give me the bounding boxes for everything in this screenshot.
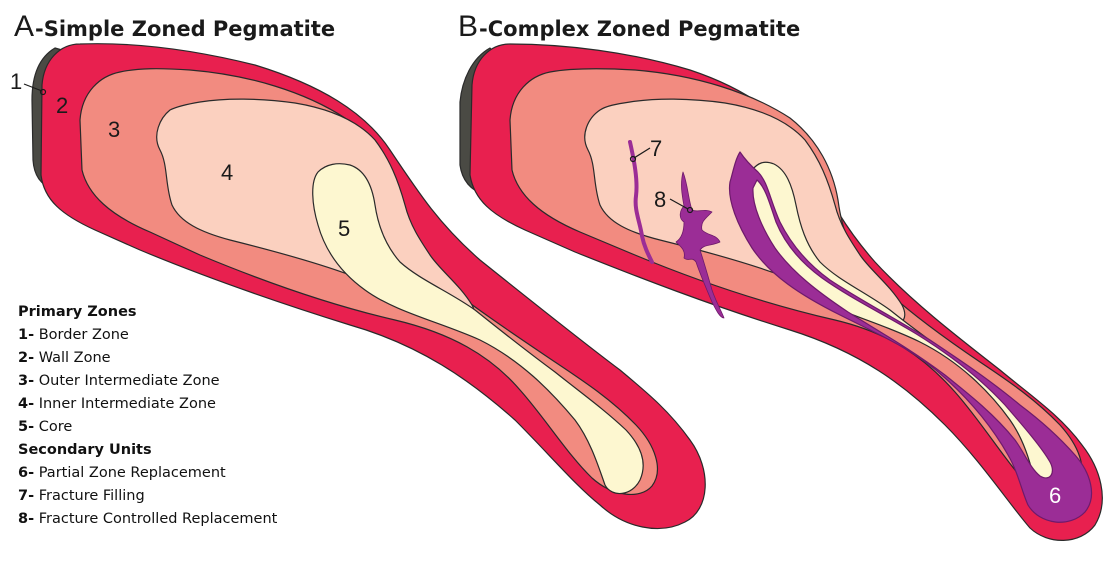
legend-secondary-heading: Secondary Units [18, 442, 277, 458]
legend-text: Fracture Controlled Replacement [39, 511, 278, 527]
label-6: 6 [1049, 483, 1061, 508]
legend-item-fracture-controlled-replacement: 8- Fracture Controlled Replacement [18, 511, 277, 527]
legend-num: 2- [18, 350, 34, 366]
legend-item-border-zone: 1- Border Zone [18, 327, 277, 343]
label-3: 3 [108, 117, 120, 142]
legend: Primary Zones 1- Border Zone 2- Wall Zon… [18, 304, 277, 534]
legend-num: 3- [18, 373, 34, 389]
legend-text: Partial Zone Replacement [39, 465, 226, 481]
legend-text: Border Zone [39, 327, 129, 343]
legend-num: 1- [18, 327, 34, 343]
legend-item-partial-zone-replacement: 6- Partial Zone Replacement [18, 465, 277, 481]
legend-num: 7- [18, 488, 34, 504]
legend-num: 8- [18, 511, 34, 527]
legend-primary-heading: Primary Zones [18, 304, 277, 320]
label-7: 7 [650, 136, 662, 161]
legend-num: 6- [18, 465, 34, 481]
legend-text: Outer Intermediate Zone [39, 373, 220, 389]
legend-item-core: 5- Core [18, 419, 277, 435]
legend-text: Inner Intermediate Zone [39, 396, 216, 412]
legend-item-wall-zone: 2- Wall Zone [18, 350, 277, 366]
legend-num: 5- [18, 419, 34, 435]
label-5: 5 [338, 216, 350, 241]
label-8: 8 [654, 187, 666, 212]
legend-text: Fracture Filling [39, 488, 145, 504]
label-2: 2 [56, 93, 68, 118]
label-4: 4 [221, 160, 233, 185]
legend-item-fracture-filling: 7- Fracture Filling [18, 488, 277, 504]
legend-item-outer-intermediate-zone: 3- Outer Intermediate Zone [18, 373, 277, 389]
label-1: 1 [10, 69, 22, 94]
legend-text: Core [39, 419, 73, 435]
complex-pegmatite-body [460, 44, 1102, 540]
legend-num: 4- [18, 396, 34, 412]
legend-item-inner-intermediate-zone: 4- Inner Intermediate Zone [18, 396, 277, 412]
legend-text: Wall Zone [39, 350, 111, 366]
